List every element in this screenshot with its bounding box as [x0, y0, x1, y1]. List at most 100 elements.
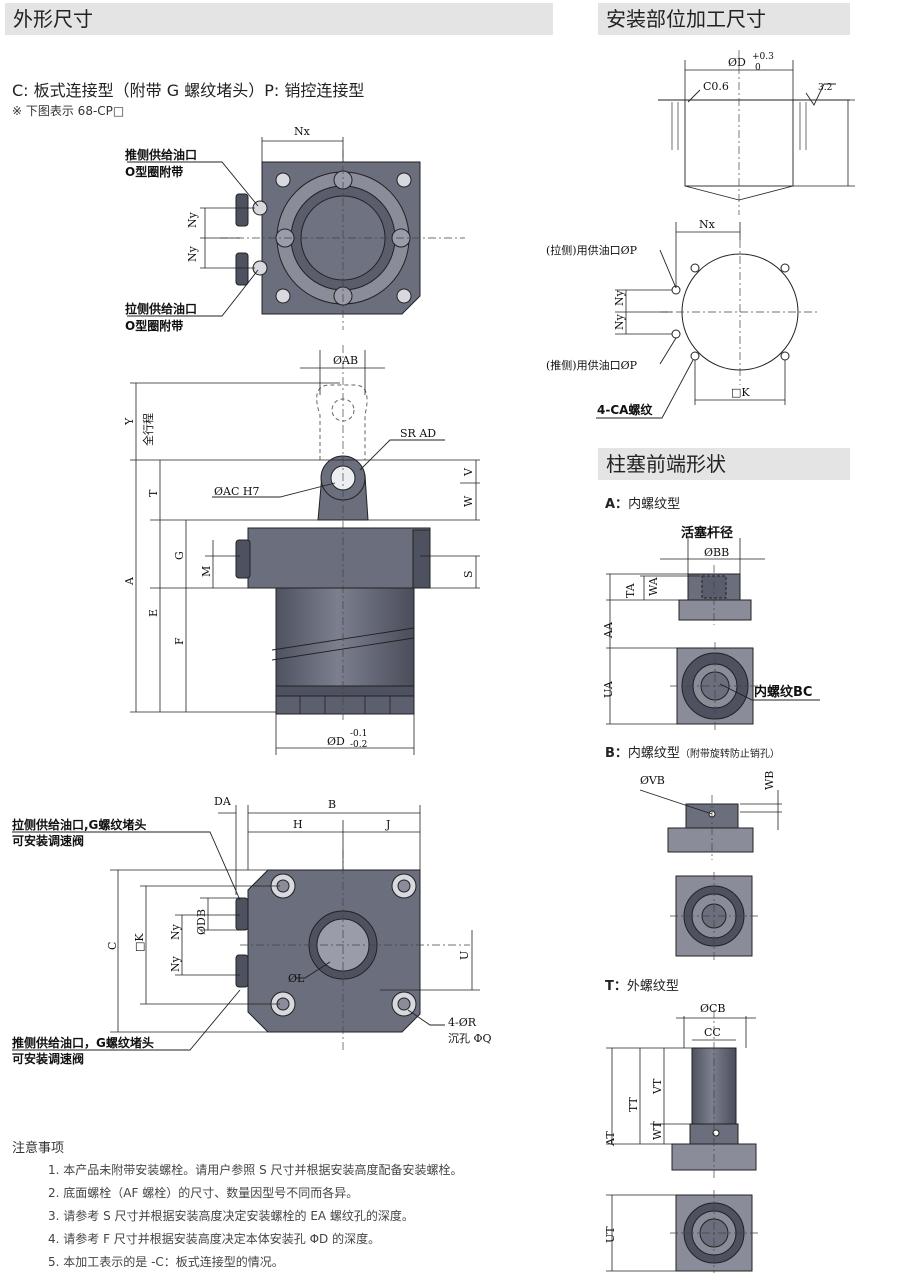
- bottom-dim-db: ØDB: [195, 909, 208, 935]
- type-a-dim-ta: TA: [624, 582, 637, 598]
- bottom-dim-da: DA: [214, 795, 232, 808]
- bottom-view-drawing: [12, 805, 480, 1051]
- front-dim-v: V: [462, 467, 475, 477]
- bottom-label-push-valve: 可安装调速阀: [12, 1051, 84, 1066]
- front-dim-e: E: [147, 609, 160, 617]
- mount-dim-k: □K: [731, 386, 750, 399]
- front-dim-s: S: [462, 570, 475, 578]
- front-dim-ab: ØAB: [333, 354, 358, 367]
- type-t-drawing: [606, 1010, 760, 1273]
- type-a-dim-bb: ØBB: [704, 546, 729, 559]
- mount-dim-d-tol-upper: +0.3: [752, 52, 774, 62]
- mounting-plan-drawing: [596, 222, 820, 419]
- section-header-mounting: 安装部位加工尺寸: [598, 3, 850, 35]
- top-dim-ny-lower: Ny: [186, 245, 199, 262]
- front-dim-f: F: [173, 637, 186, 645]
- top-label-pull-oring: O型圈附带: [125, 318, 183, 333]
- type-t-dim-vt: VT: [651, 1078, 664, 1095]
- type-t-title: T：外螺纹型: [605, 975, 679, 994]
- type-t-dim-ut: UT: [604, 1226, 617, 1243]
- note-item: 5. 本加工表示的是 -C：板式连接型的情况。: [48, 1255, 284, 1269]
- bottom-dim-b: B: [328, 798, 336, 811]
- top-dim-nx: Nx: [294, 125, 311, 138]
- type-t-name: 外螺纹型: [626, 979, 679, 994]
- type-b-dim-vb: ØVB: [640, 774, 665, 787]
- bottom-dim-r: 4-ØR: [448, 1016, 477, 1029]
- bottom-dim-ny-lower: Ny: [169, 955, 182, 972]
- note-item: 1. 本产品未附带安装螺栓。请用户参照 S 尺寸并根据安装高度配备安装螺栓。: [48, 1163, 463, 1177]
- type-a-title: A：内螺纹型: [605, 493, 680, 512]
- front-dim-y-stroke: 全行程: [141, 413, 155, 446]
- mount-dim-ny-upper: Ny: [613, 289, 626, 306]
- bottom-dim-j: J: [385, 818, 390, 831]
- bottom-dim-ny-upper: Ny: [169, 923, 182, 940]
- front-dim-w: W: [462, 495, 475, 507]
- figure-note: ※ 下图表示 68-CP□: [12, 104, 125, 118]
- bottom-dim-c: C: [106, 942, 119, 950]
- type-a-label-bc: 内螺纹BC: [754, 684, 812, 700]
- mount-label-push-port: (推侧)用供油口ØP: [546, 358, 638, 372]
- connection-type-subtitle: C: 板式连接型（附带 G 螺纹堵头）P: 销控连接型: [12, 81, 365, 100]
- front-dim-d: ØD: [327, 735, 345, 748]
- top-view-drawing: [127, 137, 465, 330]
- type-a-drawing: [606, 538, 820, 730]
- front-dim-d-tol-lower: -0.2: [350, 740, 367, 750]
- type-b-drawing: [639, 789, 782, 962]
- top-label-push-oring: O型圈附带: [125, 164, 183, 179]
- type-t-dim-wt: WT: [651, 1121, 664, 1140]
- bottom-dim-l: ØL: [288, 972, 305, 985]
- top-label-push-port: 推侧供给油口: [125, 147, 197, 162]
- top-label-pull-port: 拉侧供给油口: [125, 301, 197, 316]
- type-b-title: B：内螺纹型（附带旋转防止销孔）: [605, 742, 780, 761]
- notes-title: 注意事项: [12, 1141, 65, 1156]
- bottom-dim-q: 沉孔 ΦQ: [448, 1032, 492, 1045]
- type-b-dim-wb: WB: [763, 771, 776, 790]
- type-a-name: 内螺纹型: [628, 497, 681, 512]
- front-dim-m: M: [200, 566, 213, 577]
- section-header-plunger: 柱塞前端形状: [598, 448, 850, 480]
- type-b-note: （附带旋转防止销孔）: [679, 749, 780, 760]
- mount-dim-d: ØD: [728, 56, 746, 69]
- type-a-dim-wa: WA: [647, 576, 660, 596]
- front-dim-d-tol-upper: -0.1: [350, 729, 367, 739]
- notes-list: 1. 本产品未附带安装螺栓。请用户参照 S 尺寸并根据安装高度配备安装螺栓。 2…: [48, 1161, 463, 1276]
- type-a-label-rod: 活塞杆径: [681, 525, 733, 541]
- type-t-dim-tt: TT: [627, 1096, 640, 1112]
- mount-chamfer: C0.6: [703, 80, 729, 93]
- front-dim-a: A: [123, 576, 136, 586]
- bottom-dim-h: H: [293, 818, 303, 831]
- front-dim-ac: ØAC H7: [214, 485, 259, 498]
- mount-dim-ny-lower: Ny: [613, 313, 626, 330]
- front-dim-t: T: [147, 489, 160, 497]
- type-t-dim-at: AT: [604, 1131, 617, 1147]
- front-dim-g: G: [173, 551, 186, 560]
- mount-label-ca-thread: 4-CA螺纹: [597, 402, 653, 417]
- mount-dim-nx: Nx: [699, 218, 716, 231]
- front-dim-y: Y: [123, 417, 136, 426]
- top-dim-ny-upper: Ny: [186, 211, 199, 228]
- mounting-section-drawing: [658, 50, 855, 215]
- bottom-label-push-port: 推侧供给油口，G螺纹堵头: [12, 1035, 154, 1050]
- bottom-label-pull-port: 拉侧供给油口,G螺纹堵头: [12, 817, 146, 832]
- type-t-code: T：: [605, 979, 627, 994]
- type-b-name: 内螺纹型: [627, 746, 680, 761]
- mount-label-pull-port: (拉侧)用供油口ØP: [546, 243, 638, 257]
- bottom-dim-k: □K: [133, 933, 146, 952]
- note-item: 3. 请参考 S 尺寸并根据安装高度决定安装螺栓的 EA 螺纹孔的深度。: [48, 1209, 414, 1223]
- type-t-dim-cb: ØCB: [700, 1002, 726, 1015]
- mount-roughness: 3.2: [818, 83, 832, 93]
- type-a-dim-aa: AA: [602, 621, 615, 639]
- type-b-code: B：: [605, 746, 628, 761]
- front-view-drawing: [130, 345, 480, 755]
- note-item: 2. 底面螺栓（AF 螺栓）的尺寸、数量因型号不同而各异。: [48, 1186, 359, 1200]
- front-dim-srad: SR AD: [400, 427, 436, 440]
- bottom-dim-u: U: [458, 951, 471, 960]
- type-a-dim-ua: UA: [602, 680, 615, 698]
- type-a-code: A：: [605, 497, 629, 512]
- type-t-dim-cc: CC: [704, 1026, 721, 1039]
- mount-dim-d-tol-lower: 0: [755, 63, 761, 73]
- bottom-label-pull-valve: 可安装调速阀: [12, 833, 84, 848]
- section-header-dimensions: 外形尺寸: [5, 3, 553, 35]
- note-item: 4. 请参考 F 尺寸并根据安装高度决定本体安装孔 ΦD 的深度。: [48, 1232, 381, 1246]
